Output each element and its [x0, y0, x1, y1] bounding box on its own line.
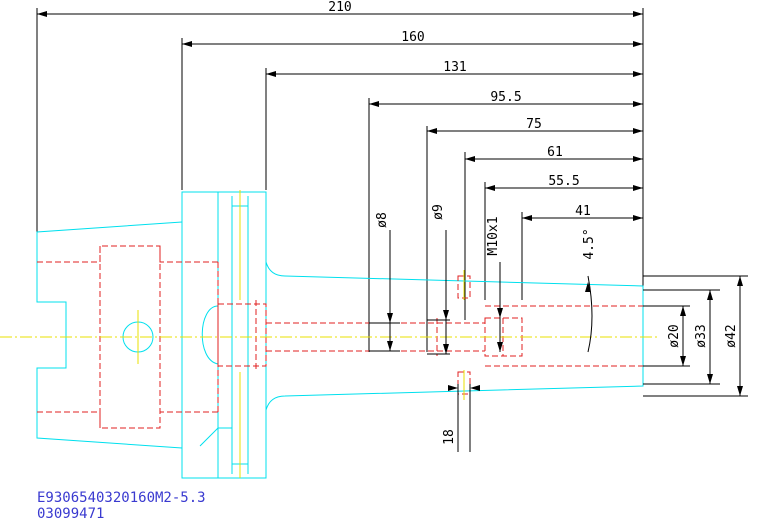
dim-18: 18 — [442, 429, 457, 445]
dim-d33: ø33 — [694, 324, 709, 347]
dim-4-5-deg: 4.5° — [582, 228, 597, 259]
vertical-dimensions — [369, 230, 748, 452]
horizontal-dimensions — [36, 8, 644, 352]
dim-d9: ø9 — [431, 204, 446, 220]
dim-d42: ø42 — [724, 324, 739, 347]
centerlines — [0, 190, 660, 478]
dim-d8: ø8 — [375, 212, 390, 228]
dim-m10x1: M10x1 — [486, 216, 501, 255]
dim-61: 61 — [547, 145, 563, 160]
dim-55-5: 55.5 — [548, 174, 579, 189]
dim-210: 210 — [328, 0, 351, 15]
dim-75: 75 — [526, 117, 542, 132]
dim-160: 160 — [401, 30, 424, 45]
dim-41: 41 — [575, 204, 591, 219]
holder-outline — [36, 191, 644, 479]
part-number-caption: E9306540320160M2-5.3 — [37, 490, 206, 506]
serial-caption: 03099471 — [37, 506, 104, 522]
dim-d20: ø20 — [667, 324, 682, 347]
dim-131: 131 — [443, 60, 466, 75]
dim-95-5: 95.5 — [490, 90, 521, 105]
